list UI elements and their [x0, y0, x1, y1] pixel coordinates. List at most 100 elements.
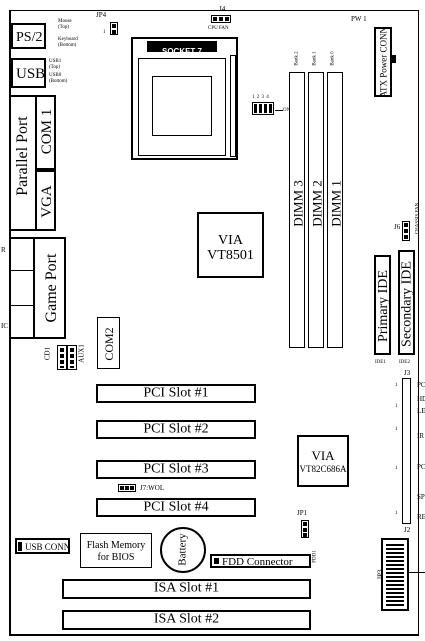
cd1-label: CD1 — [43, 346, 52, 361]
socket-inner — [152, 76, 212, 136]
northbridge-vendor: VIA — [218, 233, 243, 248]
ps2-connector: PS/2 — [11, 23, 46, 49]
isa-slot-2: ISA Slot #2 — [62, 610, 311, 630]
front-panel-pin-marks: 1 1 1 1 1 — [395, 383, 403, 523]
socket-pin-area — [138, 58, 226, 156]
edge-label: LE — [417, 407, 425, 415]
aux1-label: AUX1 — [77, 344, 86, 363]
flash-bios-chip: Flash Memory for BIOS — [80, 533, 152, 568]
pci-slot-label: PCI Slot #1 — [143, 385, 209, 401]
jp3-pointer — [409, 572, 425, 573]
pci-slot-label: PCI Slot #2 — [143, 421, 209, 437]
dimm-slot-1: DIMM 1 — [327, 72, 344, 348]
usb-conn-label: USB CONN — [25, 542, 71, 552]
cd1-connector — [57, 345, 67, 370]
atx-latch — [392, 55, 396, 63]
edge-label: PC — [417, 463, 425, 471]
flash-line2: for BIOS — [97, 552, 135, 563]
audio-jack-divider — [9, 305, 33, 306]
edge-label: HD — [417, 395, 425, 403]
pci-slot-label: PCI Slot #3 — [143, 461, 209, 477]
dimm-label: DIMM 1 — [328, 180, 344, 227]
dip-switch — [252, 102, 274, 115]
j6-label: J6 — [394, 223, 401, 231]
fdd-connector: FDD Connector — [210, 554, 311, 568]
pci-slot-1: PCI Slot #1 — [96, 384, 256, 403]
dip-switch-numbers: 1 2 3 4 — [252, 95, 270, 100]
jp1-label: JP1 — [297, 509, 308, 517]
aux1-connector — [67, 345, 77, 370]
cpu-socket: SOCKET 7 — [131, 37, 238, 160]
keyboard-label: Keyboard — [58, 37, 78, 42]
bank-label: Bank 0 — [330, 51, 336, 66]
wol-label: J7:WOL — [140, 484, 165, 492]
jp4-jumper — [110, 22, 118, 35]
j3-label: J3 — [404, 369, 411, 377]
pci-slot-label: PCI Slot #4 — [143, 499, 209, 515]
jp4-pin-label: 1 — [103, 30, 106, 35]
parallel-port-label: Parallel Port — [14, 116, 31, 196]
pci-slot-2: PCI Slot #2 — [96, 420, 256, 439]
pci-slot-3: PCI Slot #3 — [96, 460, 256, 479]
vga-connector: VGA — [35, 170, 56, 231]
bank-label: Bank 1 — [312, 51, 318, 66]
flash-line1: Flash Memory — [86, 540, 146, 551]
dip-on-label: ON — [283, 108, 291, 113]
jp4-label: JP4 — [96, 11, 107, 19]
usb0-label: USB0 — [49, 73, 62, 78]
fdd-label: FDD Connector — [222, 556, 293, 568]
primary-ide-connector: Primary IDE — [374, 255, 391, 355]
edge-label: PC — [417, 381, 425, 389]
ps2-label: PS/2 — [16, 30, 43, 45]
edge-label: SP — [417, 493, 425, 501]
secondary-ide-connector: Secondary IDE — [398, 250, 415, 355]
chassis-fan-header — [402, 221, 410, 241]
com2-label: COM2 — [102, 327, 116, 361]
pci-slot-4: PCI Slot #4 — [96, 498, 256, 517]
northbridge-model: VT8501 — [207, 248, 254, 263]
dimm-slot-2: DIMM 2 — [308, 72, 325, 348]
com2-header: COM2 — [97, 317, 120, 369]
com1-connector: COM 1 — [35, 95, 56, 170]
cpu-fan-header — [211, 15, 231, 23]
j4-label: J4 — [219, 5, 226, 13]
isa-slot-1: ISA Slot #1 — [62, 579, 311, 599]
vga-label: VGA — [39, 185, 55, 218]
atx-power-label: ATX Power CONN — [378, 27, 389, 98]
pin-mark: 1 — [395, 383, 398, 388]
jp1-jumper — [301, 520, 309, 538]
southbridge-vendor: VIA — [311, 448, 335, 463]
northbridge-chip: VIA VT8501 — [197, 212, 264, 278]
jp3-header — [381, 538, 409, 611]
usb1-label: USB1 — [49, 59, 62, 64]
edge-label-r: R — [1, 246, 6, 254]
atx-power-connector: ATX Power CONN — [374, 27, 392, 98]
bank-label: Bank 2 — [294, 51, 300, 66]
front-panel-edge-labels: PC HD LE IR PC SP RE — [412, 380, 425, 526]
pw1-label: PW 1 — [351, 15, 367, 23]
com1-label: COM 1 — [39, 108, 55, 155]
isa-slot-label: ISA Slot #1 — [153, 580, 220, 596]
primary-ide-label: Primary IDE — [376, 270, 391, 342]
dimm-label: DIMM 3 — [290, 180, 306, 227]
secondary-ide-label: Secondary IDE — [399, 261, 415, 347]
southbridge-chip: VIA VT82C686A — [297, 435, 349, 487]
usb-conn-header: USB CONN — [15, 538, 70, 554]
mouse-label: Mouse — [58, 19, 72, 24]
jp3-pin-grid — [386, 544, 404, 607]
dimm-label: DIMM 2 — [309, 180, 325, 227]
ide1-label: IDE1 — [375, 360, 386, 365]
fdd-side-label: FDD1 — [312, 550, 318, 563]
usb-label: USB — [16, 66, 46, 82]
front-panel-header — [402, 378, 411, 524]
isa-slot-label: ISA Slot #2 — [153, 611, 220, 627]
pin-mark: 1 — [395, 511, 398, 516]
audio-jack-divider — [9, 270, 33, 271]
edge-label: RE — [417, 513, 425, 521]
fdd-pin-strip — [214, 558, 219, 564]
edge-label-ic: IC — [1, 322, 8, 330]
pin-mark: 1 — [395, 466, 398, 471]
pin-mark: 1 — [395, 427, 398, 432]
battery-label: Battery — [176, 533, 189, 566]
socket-label: SOCKET 7 — [161, 47, 202, 56]
